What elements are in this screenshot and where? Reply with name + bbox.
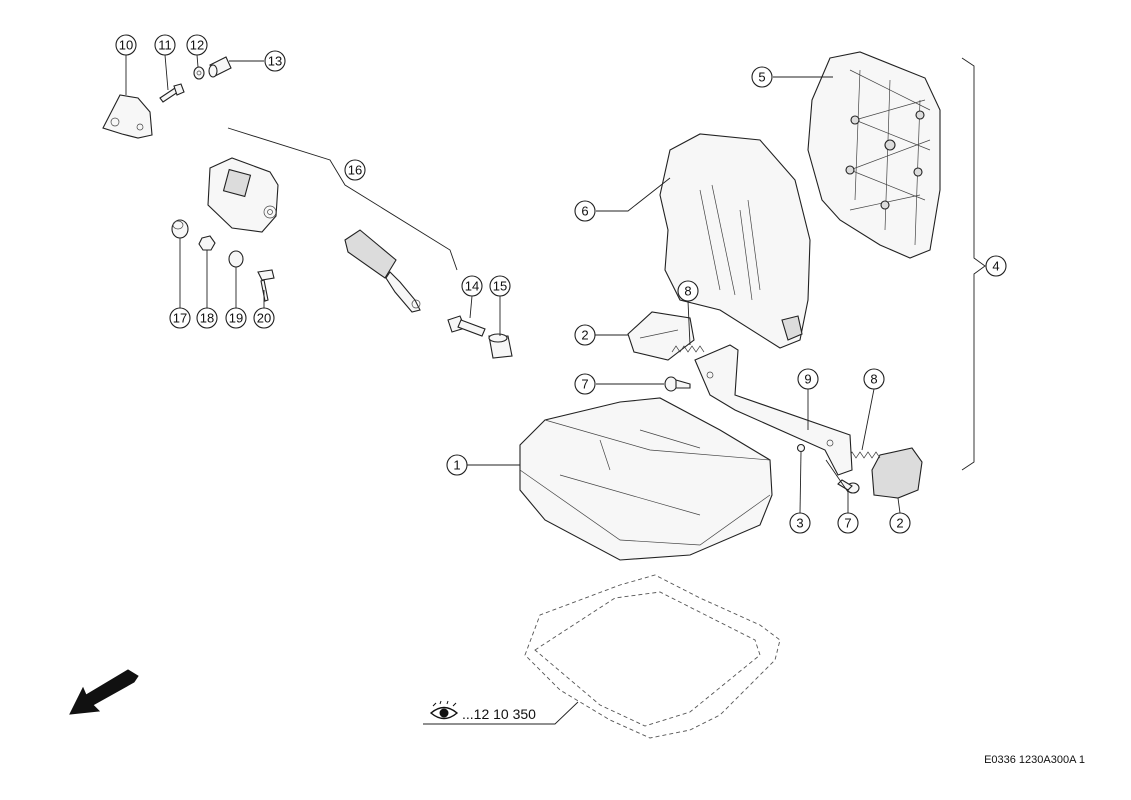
callout-13: 13 <box>264 50 286 72</box>
svg-text:4: 4 <box>992 259 999 274</box>
reference-text: ...12 10 350 <box>462 706 536 722</box>
svg-text:13: 13 <box>268 54 282 69</box>
svg-text:3: 3 <box>796 516 803 531</box>
callout-7-right: 7 <box>837 512 859 534</box>
seat-cushion <box>519 397 773 561</box>
callout-2-right: 2 <box>889 512 911 534</box>
callout-16: 16 <box>344 159 366 181</box>
mounting-bracket <box>102 94 153 139</box>
svg-text:5: 5 <box>758 70 765 85</box>
callout-19: 19 <box>225 307 247 329</box>
knob-7-left <box>664 376 691 392</box>
nut-18 <box>198 235 216 251</box>
backrest-cushion <box>659 133 811 349</box>
document-code: E0336 1230A300A 1 <box>984 754 1085 766</box>
svg-text:2: 2 <box>581 328 588 343</box>
callout-5: 5 <box>751 66 773 88</box>
arrow-icon <box>69 669 139 715</box>
svg-text:16: 16 <box>348 163 362 178</box>
side-cover-left <box>627 311 695 361</box>
callout-12: 12 <box>186 34 208 56</box>
spring-left <box>671 345 705 353</box>
svg-text:10: 10 <box>119 38 133 53</box>
svg-text:9: 9 <box>804 372 811 387</box>
spacer-13 <box>208 56 232 78</box>
leader-lines <box>125 54 901 725</box>
svg-text:14: 14 <box>465 279 479 294</box>
svg-text:15: 15 <box>493 279 507 294</box>
nut-17 <box>171 219 189 239</box>
callout-9: 9 <box>797 368 819 390</box>
svg-text:18: 18 <box>200 311 214 326</box>
svg-text:12: 12 <box>190 38 204 53</box>
svg-text:1: 1 <box>453 458 460 473</box>
svg-text:7: 7 <box>581 377 588 392</box>
callout-15: 15 <box>489 275 511 297</box>
callout-20: 20 <box>253 307 275 329</box>
callout-4: 4 <box>985 255 1007 277</box>
callout-6: 6 <box>574 200 596 222</box>
callout-10: 10 <box>115 34 137 56</box>
svg-text:7: 7 <box>844 516 851 531</box>
svg-text:17: 17 <box>173 311 187 326</box>
group-bracket-4 <box>961 57 986 471</box>
spacer-19 <box>228 250 244 268</box>
backrest-shell <box>807 51 941 259</box>
callout-2-left: 2 <box>574 324 596 346</box>
svg-text:19: 19 <box>229 311 243 326</box>
callout-7-left: 7 <box>574 373 596 395</box>
svg-text:11: 11 <box>158 38 172 53</box>
callout-3: 3 <box>789 512 811 534</box>
bolt-11 <box>159 83 185 103</box>
callout-11: 11 <box>154 34 176 56</box>
sleeve-15 <box>488 333 513 359</box>
seat-frame-bar <box>694 344 853 476</box>
belt-tongue <box>344 229 421 313</box>
callout-14: 14 <box>461 275 483 297</box>
callout-17: 17 <box>169 307 191 329</box>
callout-18: 18 <box>196 307 218 329</box>
svg-text:20: 20 <box>257 311 271 326</box>
screw-20 <box>257 269 275 302</box>
callout-8-right: 8 <box>863 368 885 390</box>
washer-12 <box>193 66 205 80</box>
buckle-housing <box>207 157 279 233</box>
spring-right <box>847 451 881 459</box>
callout-1: 1 <box>446 454 468 476</box>
bolt-14 <box>447 315 486 337</box>
svg-text:8: 8 <box>870 372 877 387</box>
callout-8-left: 8 <box>677 280 699 302</box>
svg-text:6: 6 <box>581 204 588 219</box>
eye-icon <box>429 700 459 720</box>
seat-base-phantom <box>524 574 781 739</box>
svg-text:8: 8 <box>684 284 691 299</box>
svg-text:2: 2 <box>896 516 903 531</box>
nut-3 <box>796 443 806 453</box>
side-cover-right <box>871 447 923 499</box>
